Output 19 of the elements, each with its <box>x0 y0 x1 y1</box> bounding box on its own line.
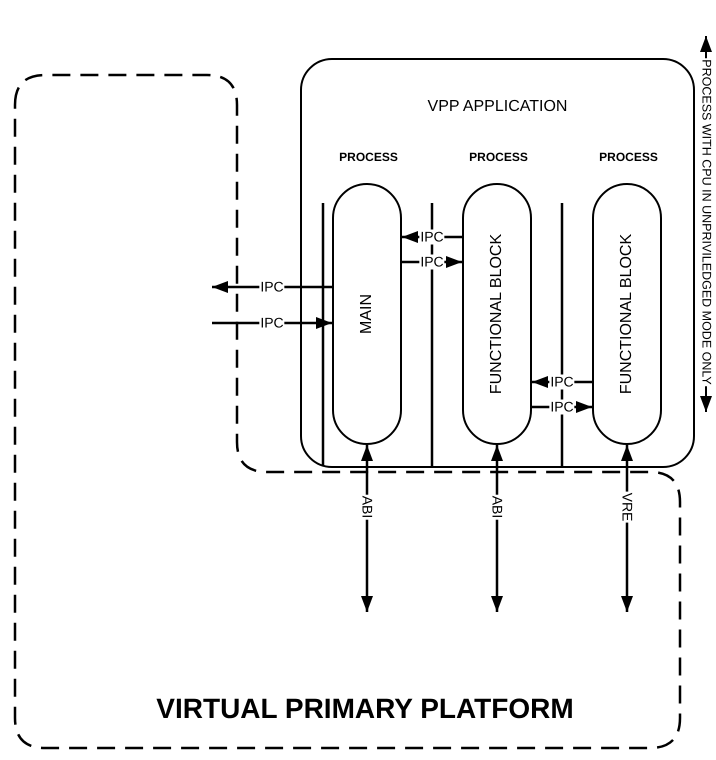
process-heading: PROCESS <box>598 150 659 164</box>
edge-label: IPC <box>419 254 445 270</box>
block-name: FUNCTIONAL BLOCK <box>488 233 506 394</box>
edge-label: IPC <box>259 316 285 330</box>
edge-label: ABI <box>490 494 504 520</box>
dashed-region <box>15 75 680 750</box>
block-name: FUNCTIONAL BLOCK <box>618 233 636 394</box>
box-title: VPP APPLICATION <box>426 98 568 116</box>
edge-label: ABI <box>360 494 374 520</box>
side-note: PROCESS WITH CPU IN UNPRIVILEDGED MODE ONLY <box>700 58 712 386</box>
process-heading: PROCESS <box>338 150 399 164</box>
edge-label: IPC <box>549 400 575 414</box>
region-title: VIRTUAL PRIMARY PLATFORM <box>155 693 575 725</box>
edge-label: IPC <box>419 230 445 244</box>
block-name: MAIN <box>358 294 376 334</box>
process-heading: PROCESS <box>468 150 529 164</box>
edge-label: IPC <box>259 280 285 294</box>
edge-label: IPC <box>549 374 575 390</box>
edge-label: VRE <box>620 492 634 522</box>
